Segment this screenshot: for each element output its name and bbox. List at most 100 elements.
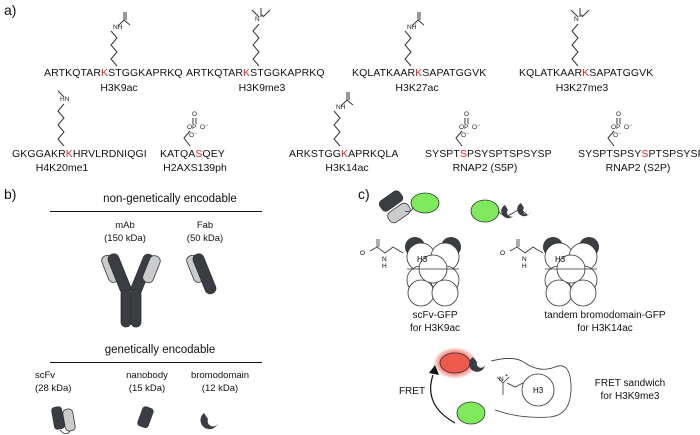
chem-p-1: P xyxy=(192,124,196,131)
mod-label-rnap2-s2p: RNAP2 (S2P) xyxy=(605,162,671,174)
peptide-seq-h4k20me1: GKGGAKRKHRVLRDNIQGI xyxy=(12,148,147,160)
h3-label-3: H3 xyxy=(533,386,544,395)
chem-o-6: O xyxy=(616,111,621,118)
trimethyl-lysine-structure-2 xyxy=(570,8,590,67)
mod-label-h2axs139ph: H2AXS139ph xyxy=(163,162,227,174)
mab-size: (150 kDa) xyxy=(104,233,146,244)
chem-nh-3: NH xyxy=(336,104,346,111)
peptide-seq-h3k9ac: ARTKQTARKSTGGKAPRKQ xyxy=(44,67,183,79)
phosphoserine-structure-2 xyxy=(455,118,469,147)
mod-label-h3k9me3: H3K9me3 xyxy=(238,82,286,94)
acetyl-lysine-structure-2 xyxy=(404,12,425,67)
acetyl-lysine-structure-1 xyxy=(110,12,131,67)
chem-plus-1: + xyxy=(261,13,264,19)
mod-label-h3k14ac: H3K14ac xyxy=(325,162,369,174)
mab-icon xyxy=(101,253,161,328)
chem-o-2: O xyxy=(192,111,197,118)
chem-p-3: P xyxy=(616,124,620,131)
peptide-seq-rnap2-s5p: SYSPTSPSYSPTSPSYSP xyxy=(425,148,552,160)
chem-n-c3: N xyxy=(499,376,504,383)
nanobody-size: (15 kDa) xyxy=(128,383,166,394)
chem-o-4: O xyxy=(464,111,469,118)
non-genetic-divider xyxy=(50,211,262,212)
peptide-seq-h3k27me3: KQLATKAARKSAPATGGVK xyxy=(519,67,654,79)
chem-nh-2: NH xyxy=(407,24,417,31)
chem-plus-2: + xyxy=(580,13,583,19)
chem-o-1: O xyxy=(187,124,192,131)
peptide-seq-h3k14ac: ARKSTGGKAPRKQLA xyxy=(289,148,399,160)
fret-sandwich xyxy=(433,347,572,425)
fret-arrow xyxy=(430,374,456,424)
tandem-bromodomain-gfp-probe xyxy=(470,199,531,223)
chem-h-c2: H xyxy=(522,263,527,270)
scfv-icon xyxy=(51,406,76,435)
nanobody-icon xyxy=(137,406,154,429)
chem-nh-1: NH xyxy=(113,24,123,31)
scfv-gfp-probe xyxy=(378,190,440,224)
panel-label-c: c) xyxy=(358,186,370,202)
chem-o-5: O xyxy=(611,124,616,131)
scfv-gfp-label-2: for H3K9ac xyxy=(409,323,461,334)
chem-o-c2: O xyxy=(500,250,505,257)
antibody-drawings xyxy=(51,253,218,435)
chem-n-2: N xyxy=(574,16,579,23)
mod-label-h3k9ac: H3K9ac xyxy=(100,82,138,94)
bromodomain-icon xyxy=(200,413,218,430)
genetic-divider xyxy=(50,362,262,363)
chem-n-c2: N xyxy=(522,256,527,263)
mod-label-rnap2-s5p: RNAP2 (S5P) xyxy=(452,162,518,174)
chem-h-c1: H xyxy=(382,263,387,270)
chem-om-1: O⁻ xyxy=(200,124,209,131)
fret-label: FRET xyxy=(398,386,426,397)
peptide-seq-h3k9me3: ARTKQTARKSTGGKAPRKQ xyxy=(186,67,325,79)
h3-label-2: H3 xyxy=(555,255,566,264)
h3-label-1: H3 xyxy=(417,255,428,264)
chem-o-3: O xyxy=(459,124,464,131)
panel-label-a: a) xyxy=(4,2,17,18)
panel-label-b: b) xyxy=(4,186,17,202)
nucleosome-1 xyxy=(405,237,461,307)
chem-om-4: O⁻ xyxy=(461,132,470,139)
mod-label-h4k20me1: H4K20me1 xyxy=(35,162,89,174)
chem-p-2: P xyxy=(464,124,468,131)
monomethyl-lysine-structure xyxy=(57,90,65,147)
chem-o-c1: O xyxy=(360,250,365,257)
fab-size: (50 kDa) xyxy=(186,233,224,244)
chem-n-1: N xyxy=(255,16,260,23)
bromodomain-name: bromodomain xyxy=(190,370,250,381)
mod-label-h3k27me3: H3K27me3 xyxy=(555,82,609,94)
nanobody-name: nanobody xyxy=(126,370,168,381)
panel-c-diagram: H3 O N H H3 O N H xyxy=(360,190,599,425)
peptide-seq-rnap2-s2p: SYSPTSPSYSPTSPSYSP xyxy=(578,148,700,160)
chem-hn-1: HN xyxy=(60,96,70,103)
chem-n-c1: N xyxy=(382,256,387,263)
chem-om-3: O⁻ xyxy=(472,124,481,131)
chem-om-2: O⁻ xyxy=(189,132,198,139)
fret-arrow-head xyxy=(429,365,439,375)
scfv-name: scFv xyxy=(35,370,56,381)
peptide-seq-h3k27ac: KQLATKAARKSAPATGGVK xyxy=(352,67,487,79)
panel-a-structures: NH N + NH N + HN NH O P O O⁻ O⁻ O P O O⁻… xyxy=(57,8,633,147)
fret-sandwich-label-1: FRET sandwich xyxy=(594,378,666,389)
chem-om-6: O⁻ xyxy=(613,132,622,139)
acetyl-lysine-structure-3 xyxy=(333,92,354,147)
peptide-seq-h2axs139ph: KATQASQEY xyxy=(160,148,225,160)
mod-label-h3k27ac: H3K27ac xyxy=(395,82,439,94)
nucleosome-2 xyxy=(543,237,599,307)
phosphoserine-structure-1 xyxy=(183,118,197,147)
genetic-title: genetically encodable xyxy=(104,344,216,356)
scfv-size: (28 kDa) xyxy=(35,383,72,394)
chem-om-5: O⁻ xyxy=(624,124,633,131)
phosphoserine-structure-3 xyxy=(607,118,621,147)
tandem-label-1: tandem bromodomain-GFP xyxy=(544,310,666,321)
chem-plus-c3: + xyxy=(505,373,508,379)
tandem-label-2: for H3K14ac xyxy=(577,323,633,334)
trimethyl-lysine-structure-1 xyxy=(251,8,271,67)
fret-sandwich-label-2: for H3K9me3 xyxy=(600,391,660,402)
fab-icon xyxy=(186,253,217,295)
fab-name: Fab xyxy=(196,220,214,231)
mab-name: mAb xyxy=(115,220,135,231)
scfv-gfp-label-1: scFv-GFP xyxy=(412,310,458,321)
non-genetic-title: non-genetically encodable xyxy=(103,193,237,205)
bromodomain-size: (12 kDa) xyxy=(201,383,239,394)
